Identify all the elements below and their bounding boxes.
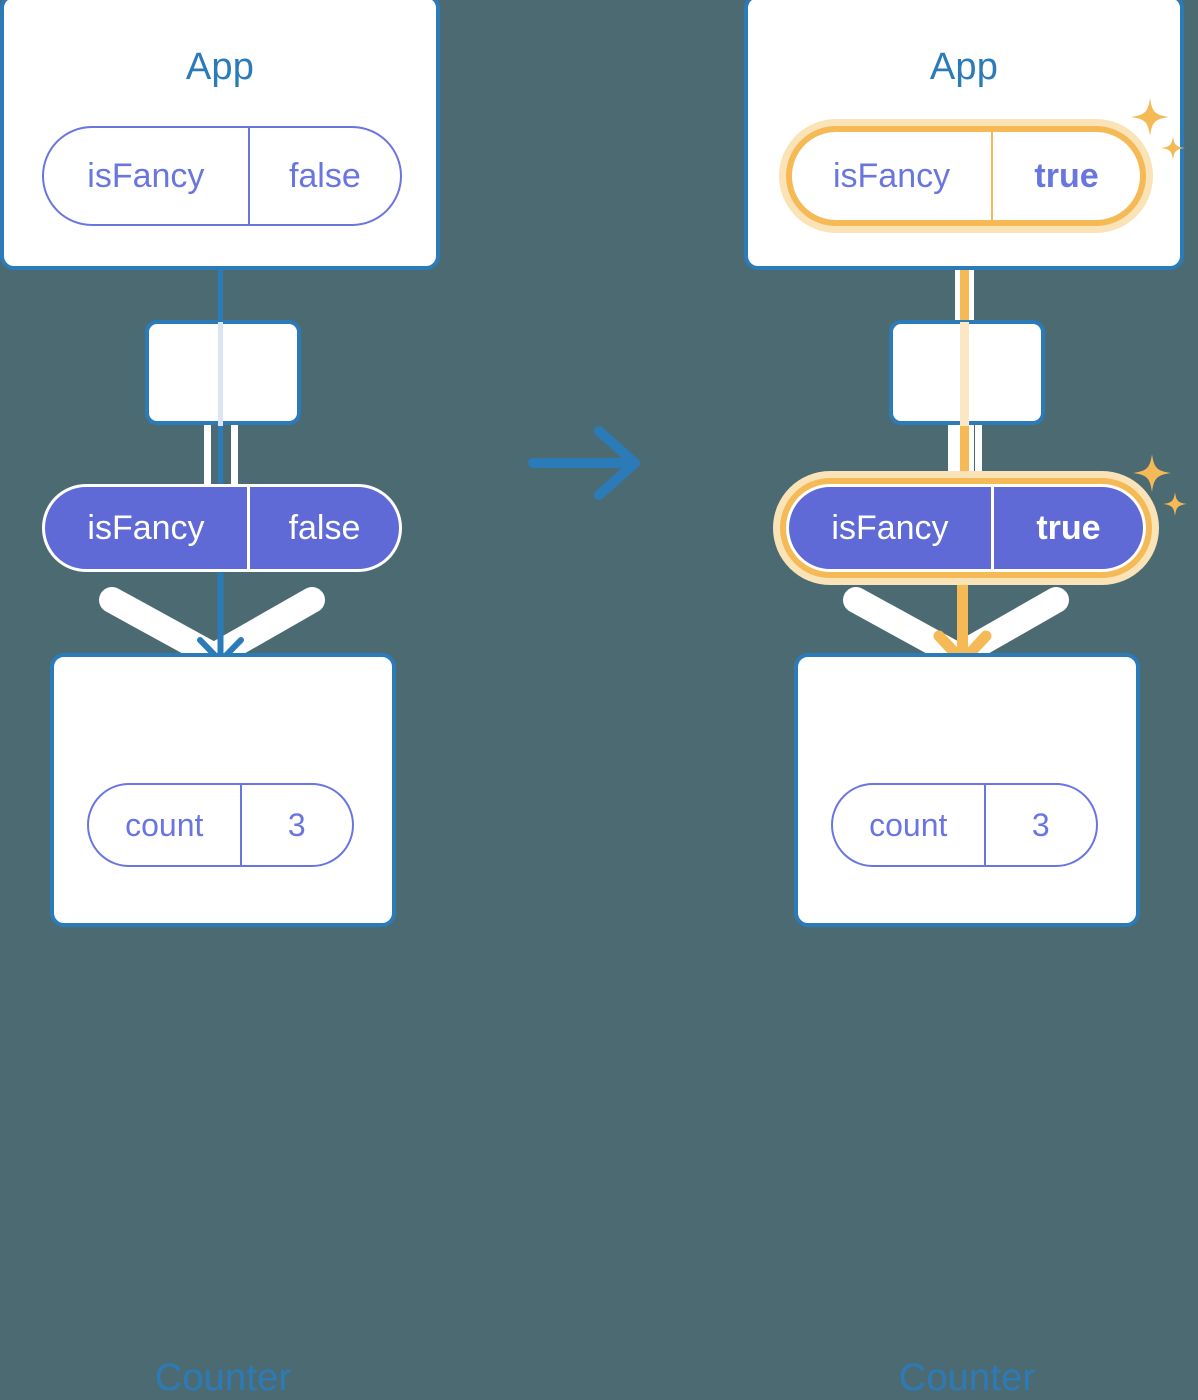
connector-app-to-div-highlighted (960, 264, 969, 326)
prop-flow-arrow-highlighted (726, 560, 1184, 678)
state-key: isFancy (832, 157, 951, 195)
component-title-app: App (929, 46, 999, 88)
transition-arrow (525, 425, 655, 501)
component-title-counter: Counter (154, 1357, 292, 1399)
state-value: false (247, 128, 400, 224)
sparkle-small-icon (1161, 136, 1185, 160)
state-pill-counter[interactable]: count 3 (87, 783, 354, 867)
sparkle-large-icon (1133, 454, 1171, 492)
sparkle-large-icon (1131, 98, 1169, 136)
counter-state-key: count (125, 807, 204, 843)
component-title-counter: Counter (898, 1357, 1036, 1399)
state-pill-counter[interactable]: count 3 (831, 783, 1098, 867)
connector-through-div-highlighted (960, 322, 969, 426)
prop-pill[interactable]: isFancy true (786, 484, 1146, 572)
state-value: true (991, 132, 1140, 220)
counter-state-key: count (869, 807, 948, 843)
arrow-right-icon (528, 426, 640, 500)
state-key: isFancy (87, 157, 205, 195)
sparkle-group-prop (1130, 452, 1192, 528)
prop-value: false (246, 487, 399, 569)
counter-state-value: 3 (239, 785, 352, 865)
prop-value: true (990, 487, 1143, 569)
prop-key: isFancy (87, 509, 205, 547)
state-pill-app[interactable]: isFancy true (786, 126, 1146, 226)
counter-state-value: 3 (983, 785, 1096, 865)
after-diagram: App isFancy true div isFancy true (726, 0, 1187, 1399)
before-diagram: App isFancy false div isFancy false (0, 0, 440, 1399)
prop-pill[interactable]: isFancy false (42, 484, 402, 572)
connector-div-to-prop-highlighted (960, 420, 969, 492)
component-title-app: App (185, 46, 255, 88)
prop-flow-arrow (0, 560, 440, 678)
element-box-div[interactable]: div (145, 320, 301, 712)
connector-div-to-prop (218, 420, 223, 492)
sparkle-small-icon (1163, 492, 1187, 516)
prop-key: isFancy (831, 509, 949, 547)
connector-app-to-div (218, 264, 223, 326)
sparkle-group-app (1128, 96, 1190, 172)
connector-through-div (218, 322, 223, 426)
state-pill-app[interactable]: isFancy false (42, 126, 402, 226)
